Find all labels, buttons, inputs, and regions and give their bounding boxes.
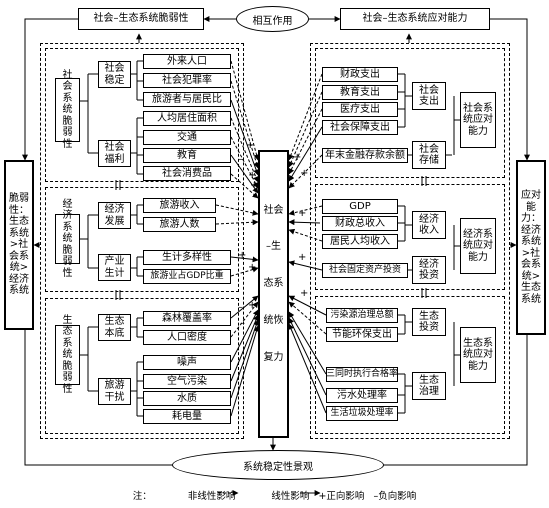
left-social-item-7: 社会消费品 xyxy=(143,166,231,181)
right-eco-group xyxy=(315,296,505,434)
right-eco-item-3: 三同时执行合格率 xyxy=(326,367,398,382)
left-economic-system-box: 经济系统脆弱性 xyxy=(55,199,80,279)
interaction-ellipse: 相互作用 xyxy=(236,6,309,32)
right-eco-sub-2: 生态治理 xyxy=(412,372,446,400)
left-social-sub-2: 社会福利 xyxy=(98,140,131,167)
sign-minus-l1: – xyxy=(238,154,243,165)
right-economic-group xyxy=(315,184,505,290)
right-social-system-box: 社会系统应对能力 xyxy=(460,92,496,148)
left-social-sub-1: 社会稳定 xyxy=(98,61,131,88)
right-social-item-1: 财政支出 xyxy=(322,67,398,82)
vulnerability-ranking-box: 脆弱性：生态系统>社会系统>经济系统 xyxy=(4,160,34,330)
center-char-4: 统恢 xyxy=(263,315,284,327)
right-economic-item-2: 财政总收入 xyxy=(322,216,398,231)
left-eco-sub-1: 生态本底 xyxy=(98,314,131,341)
right-eco-sub-1: 生态投资 xyxy=(412,308,446,336)
left-social-item-5: 交通 xyxy=(143,130,231,145)
sign-plus-l1: + xyxy=(246,140,255,151)
left-economic-group xyxy=(45,187,239,292)
resilience-center-box: 社会 –生 态系 统恢 复力 xyxy=(258,150,289,438)
right-social-sub-1: 社会支出 xyxy=(412,82,446,110)
right-eco-system-box: 生态系统应对能力 xyxy=(460,327,496,383)
sign-plus-l6: + xyxy=(248,300,257,311)
sign-minus-l3: – xyxy=(240,318,245,329)
left-social-group xyxy=(45,48,239,182)
note-nonlinear: 非线性影响 xyxy=(187,491,236,502)
right-economic-item-4: 社会固定资产投资 xyxy=(322,263,408,278)
left-economic-item-2: 旅游人数 xyxy=(143,217,216,232)
left-economic-item-1: 旅游收入 xyxy=(143,198,216,213)
right-eco-item-4: 污水处理率 xyxy=(326,388,398,403)
coping-capacity-ranking-box: 应对能力：经济系统>社会系统>生态系统 xyxy=(516,160,546,335)
sign-plus-l5: + xyxy=(248,262,257,273)
right-social-item-4: 社会保障支出 xyxy=(322,120,398,135)
center-char-1: 社会 xyxy=(263,204,284,216)
right-economic-sub-2: 经济投资 xyxy=(412,256,446,284)
vulnerability-box: 社会–生态系统脆弱性 xyxy=(78,8,204,30)
left-economic-sub-2: 产业生计 xyxy=(98,254,131,281)
left-eco-group xyxy=(45,298,239,434)
left-social-item-4: 人均居住面积 xyxy=(143,111,231,126)
left-economic-item-4: 旅游业占GDP比重 xyxy=(143,269,231,284)
right-economic-item-1: GDP xyxy=(322,199,398,214)
right-eco-item-2: 节能环保支出 xyxy=(326,327,398,342)
stability-landscape-ellipse: 系统稳定性景观 xyxy=(172,450,384,480)
right-economic-system-box: 经济系统应对能力 xyxy=(460,218,496,274)
left-eco-sub-2: 旅游干扰 xyxy=(98,378,131,405)
note-positive: +正向影响 xyxy=(318,491,365,502)
sign-plus-r3: + xyxy=(298,208,307,219)
right-social-group xyxy=(315,48,505,178)
left-eco-item-3: 噪声 xyxy=(143,355,231,370)
left-social-item-3: 旅游者与居民比 xyxy=(143,92,231,107)
right-social-item-2: 教育支出 xyxy=(322,85,398,100)
left-eco-item-2: 人口密度 xyxy=(143,330,231,345)
right-economic-item-3: 居民人均收入 xyxy=(322,234,398,249)
left-economic-sub-1: 经济发展 xyxy=(98,202,131,229)
center-char-5: 复力 xyxy=(263,351,284,363)
left-social-system-box: 社会系统脆弱性 xyxy=(55,70,80,150)
right-outer-group xyxy=(310,43,510,439)
center-char-3: 态系 xyxy=(263,278,284,290)
left-economic-item-3: 生计多样性 xyxy=(143,250,231,265)
right-economic-sub-1: 经济收入 xyxy=(412,211,446,239)
right-social-item-5: 年末金融存款余额 xyxy=(322,148,408,163)
right-eco-item-5: 生活垃圾处理率 xyxy=(326,406,398,421)
left-eco-item-6: 耗电量 xyxy=(143,409,231,424)
left-social-item-1: 外来人口 xyxy=(143,54,231,69)
center-char-2: –生 xyxy=(266,241,281,253)
sign-plus-l3: + xyxy=(250,180,259,191)
left-social-item-6: 教育 xyxy=(143,148,231,163)
left-outer-group xyxy=(40,43,244,439)
legend-note: 注： 非线性影响 线性影响 +正向影响 –负向影响 xyxy=(0,488,549,502)
note-negative: –负向影响 xyxy=(373,491,417,502)
right-eco-item-1: 污染源治理总额 xyxy=(326,308,398,323)
sign-plus-l2: + xyxy=(248,170,257,181)
left-eco-item-4: 空气污染 xyxy=(143,374,231,389)
sign-plus-l4: + xyxy=(238,250,247,261)
sign-plus-r2: + xyxy=(300,168,309,179)
sign-plus-r4: + xyxy=(298,252,307,263)
sign-plus-r5: + xyxy=(300,288,309,299)
left-eco-item-5: 水质 xyxy=(143,391,231,406)
coping-capacity-box: 社会–生态系统应对能力 xyxy=(340,8,490,30)
left-eco-system-box: 生态系统脆弱性 xyxy=(55,315,80,395)
sign-minus-l2: – xyxy=(238,302,243,313)
note-prefix: 注： xyxy=(132,491,152,502)
right-social-sub-2: 社会存储 xyxy=(412,141,446,169)
sign-plus-r1: + xyxy=(293,152,302,163)
left-eco-item-1: 森林覆盖率 xyxy=(143,311,231,326)
left-social-item-2: 社会犯罪率 xyxy=(143,73,231,88)
note-linear: 线性影响 xyxy=(271,491,310,502)
right-social-item-3: 医疗支出 xyxy=(322,102,398,117)
